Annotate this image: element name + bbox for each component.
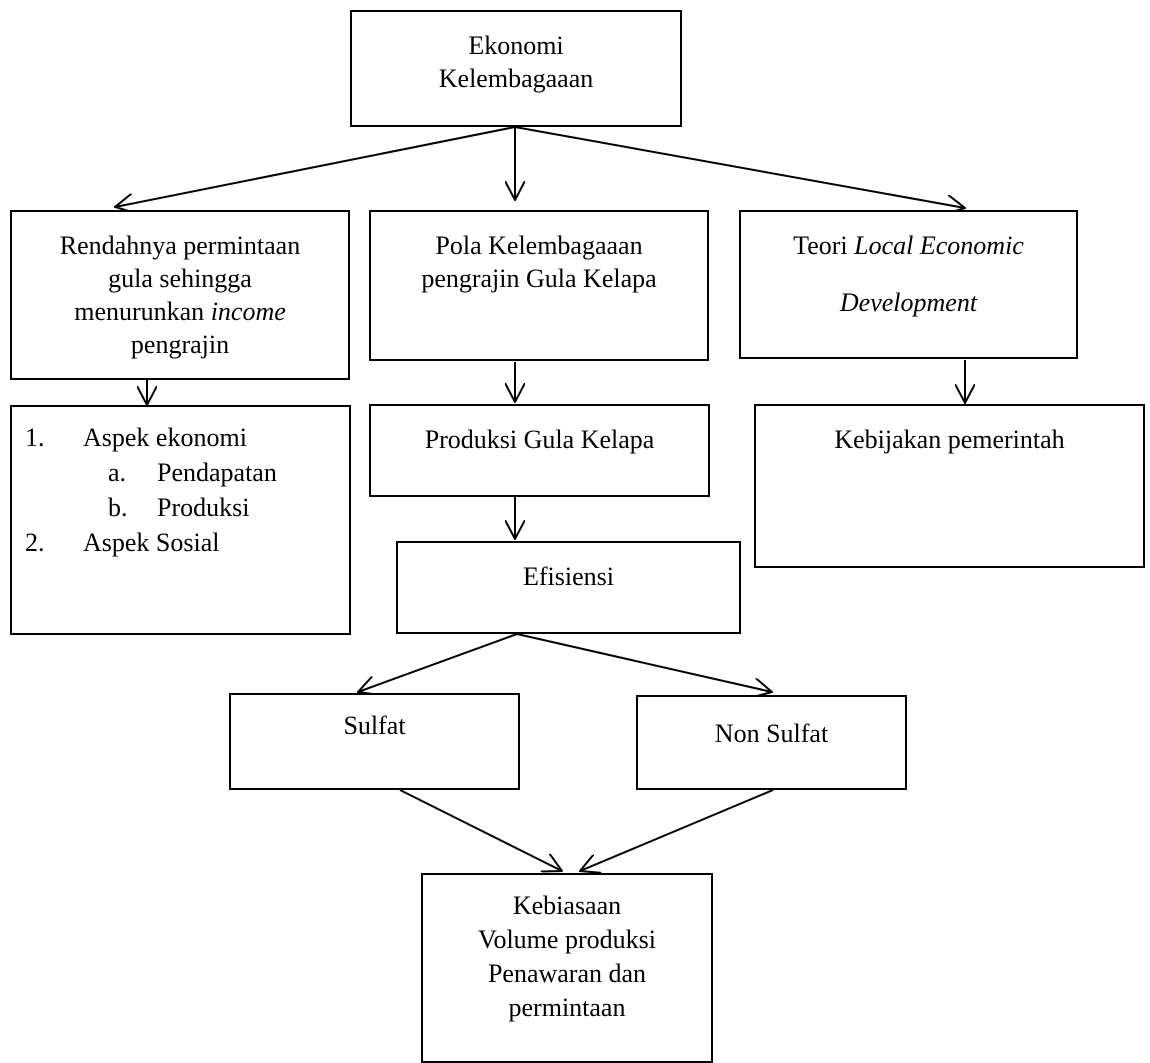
list-item-aspek-sosial: 2. Aspek Sosial [12,525,277,560]
list-text-b: Produksi [157,493,250,522]
node-non-sulfat: Non Sulfat [636,695,907,790]
income-term: income [210,297,286,326]
list-item-aspek-ekonomi: 1. Aspek ekonomi [12,420,277,455]
mid-top-line-1: Pola Kelembagaaan [435,231,643,260]
left-top-line-1: Rendahnya permintaan [59,231,301,260]
node-ekonomi-kelembagaan: Ekonomi Kelembagaaan [350,10,682,127]
arrow-nonsulfat-to-bottom [580,789,774,871]
left-top-line-3: menurunkan income [12,295,348,328]
mid-top-line-2: pengrajin Gula Kelapa [421,264,657,293]
left-top-line-4: pengrajin [130,330,230,359]
arrow-sulfat-to-bottom [399,789,562,871]
bottom-line-4: permintaan [508,993,626,1022]
root-line-1: Ekonomi [468,31,564,60]
arrow-efisiensi-to-nonsulfat [516,633,772,692]
node-produksi-gula-kelapa: Produksi Gula Kelapa [369,404,710,497]
bottom-line-2: Volume produksi [478,925,656,954]
produksi-label: Produksi Gula Kelapa [424,425,655,454]
node-rendahnya-permintaan: Rendahnya permintaan gula sehingga menur… [10,210,350,380]
teori-text: Teori [793,231,855,260]
node-kebijakan-pemerintah: Kebijakan pemerintah [754,404,1145,568]
list-text-2: Aspek Sosial [83,528,220,557]
left-top-line-2: gula sehingga [108,264,252,293]
list-num-1: 1. [25,423,45,452]
list-num-2: 2. [25,528,45,557]
list-subitem-produksi: b. Produksi [12,490,277,525]
node-aspek-list: 1.Aspek ekonomi a.Pendapatan b.Produksi … [10,405,351,635]
list-num-b: b. [108,493,128,522]
non-sulfat-label: Non Sulfat [714,719,829,748]
node-pola-kelembagaan: Pola Kelembagaaan pengrajin Gula Kelapa [369,210,709,361]
list-text-1: Aspek ekonomi [83,423,247,452]
kebijakan-label: Kebijakan pemerintah [834,425,1065,454]
list-subitem-pendapatan: a. Pendapatan [12,455,277,490]
root-line-2: Kelembagaaan [438,64,594,93]
node-sulfat: Sulfat [229,693,520,790]
arrow-root-to-left [115,126,516,207]
efisiensi-label: Efisiensi [523,562,614,591]
arrow-efisiensi-to-sulfat [358,633,518,692]
development-term: Development [839,288,978,317]
local-economic-term: Local Economic [854,231,1024,260]
node-efisiensi: Efisiensi [396,541,741,634]
arrow-root-to-right [514,126,965,208]
bottom-line-1: Kebiasaan [512,891,622,920]
bottom-line-3: Penawaran dan [487,959,647,988]
list-text-a: Pendapatan [157,458,277,487]
list-num-a: a. [108,458,127,487]
right-top-line-1: Teori Local Economic [741,229,1076,262]
left-top-line-3-text: menurunkan [74,297,211,326]
node-kebiasaan: Kebiasaan Volume produksi Penawaran dan … [421,873,713,1063]
sulfat-label: Sulfat [343,711,406,740]
node-teori-led: Teori Local Economic Development [739,210,1078,359]
